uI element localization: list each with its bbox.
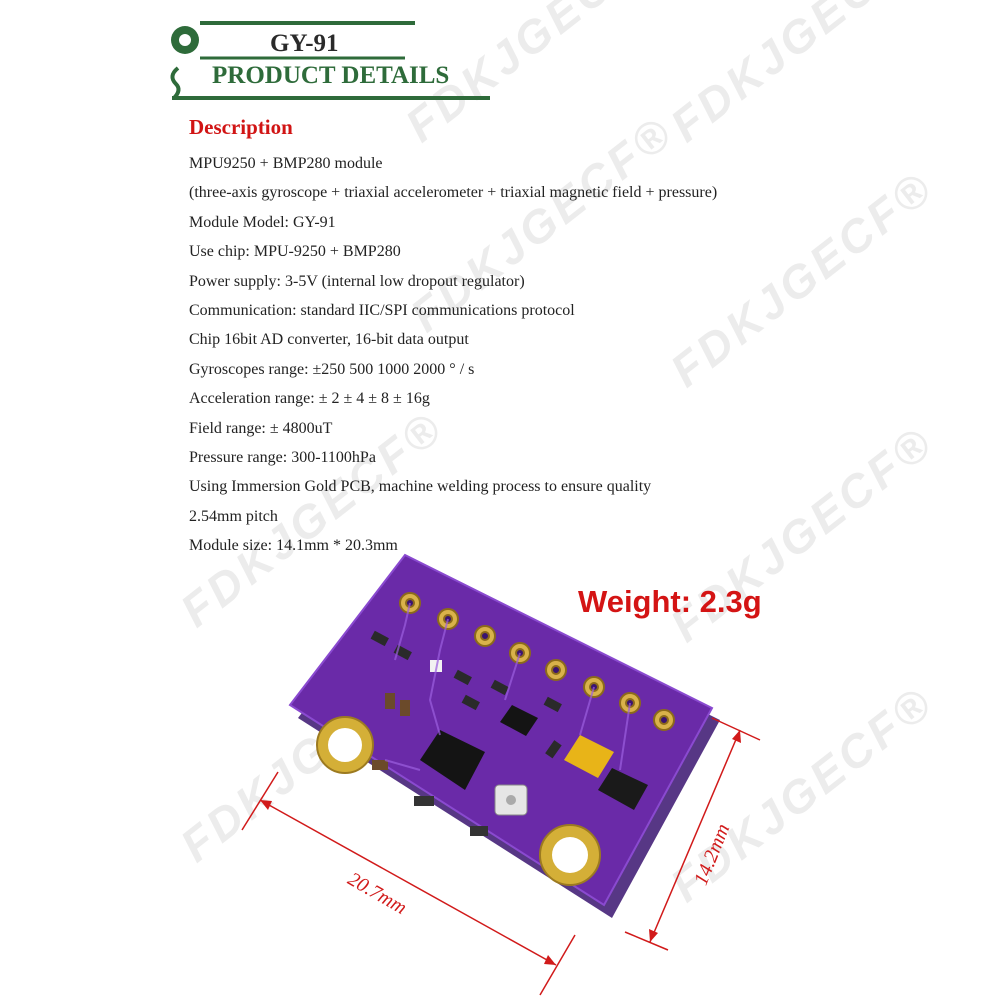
section-title: PRODUCT DETAILS: [212, 62, 450, 89]
header-pads: [399, 592, 675, 731]
description-line: MPU9250 + BMP280 module: [189, 155, 383, 172]
description-line: Acceleration range: ± 2 ± 4 ± 8 ± 16g: [189, 390, 430, 408]
header-decoration: [170, 21, 490, 100]
description-heading: Description: [189, 115, 293, 139]
mounting-holes: [316, 716, 601, 886]
pcb-board: [290, 555, 712, 905]
model-title: GY-91: [270, 30, 339, 57]
description-line: Pressure range: 300-1100hPa: [189, 448, 376, 466]
description-line: Using Immersion Gold PCB, machine weldin…: [189, 478, 652, 496]
height-dimension: [624, 717, 761, 951]
regulator-chip: [598, 768, 648, 810]
description-line: 2.54mm pitch: [189, 507, 278, 525]
description-line: (three-axis gyroscope + triaxial acceler…: [189, 184, 718, 202]
pcb-traces: [384, 602, 631, 771]
description-line: Module Model: GY-91: [189, 213, 336, 231]
description-line: Power supply: 3-5V (internal low dropout…: [189, 272, 525, 290]
description-list: MPU9250 + BMP280 module (three-axis gyro…: [189, 152, 717, 563]
description-line: Communication: standard IIC/SPI communic…: [189, 301, 575, 319]
description-line: Use chip: MPU-9250 + BMP280: [189, 243, 401, 261]
weight-label: Weight: 2.3g: [578, 584, 762, 619]
tantalum-capacitor: [564, 735, 614, 778]
description-line: Module size: 14.1mm * 20.3mm: [189, 537, 398, 555]
mpu-chip: [420, 730, 485, 790]
description-line: Gyroscopes range: ±250 500 1000 2000 ° /…: [189, 360, 475, 378]
description-line: Chip 16bit AD converter, 16-bit data out…: [189, 331, 469, 349]
width-dimension: [241, 771, 576, 996]
smd-components: [370, 630, 562, 836]
small-ic: [500, 705, 538, 736]
description-line: Field range: ± 4800uT: [189, 419, 333, 437]
